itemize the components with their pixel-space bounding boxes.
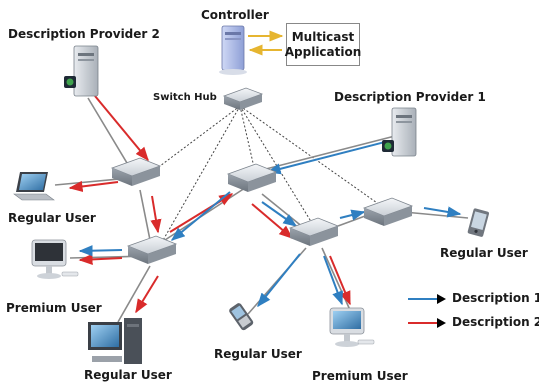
legend-arrow-description-1 bbox=[408, 294, 446, 304]
switch-hub-label: Switch Hub bbox=[153, 92, 217, 103]
legend-label-description-1: Description 1 bbox=[452, 291, 539, 305]
imac-icon bbox=[329, 307, 375, 347]
premium-user-bottom-label: Premium User bbox=[312, 369, 408, 383]
description-provider-1-label: Description Provider 1 bbox=[334, 90, 486, 104]
laptop-icon bbox=[13, 172, 55, 201]
switch-icon bbox=[222, 87, 264, 110]
imac-icon bbox=[31, 239, 79, 279]
server-icon bbox=[382, 107, 417, 157]
regular-user-bottom-left-label: Regular User bbox=[84, 368, 172, 382]
control-links bbox=[151, 105, 381, 243]
server-icon bbox=[219, 25, 247, 75]
phone-icon bbox=[229, 303, 254, 331]
legend-label-description-2: Description 2 bbox=[452, 315, 539, 329]
switch-icon bbox=[126, 235, 178, 264]
premium-user-left-label: Premium User bbox=[6, 301, 102, 315]
description-1-arrows bbox=[78, 141, 462, 308]
pda-icon bbox=[467, 208, 490, 237]
description-2-arrows bbox=[68, 95, 351, 314]
server-icon bbox=[64, 45, 99, 97]
desktop-pc-icon bbox=[88, 318, 142, 364]
regular-user-right-label: Regular User bbox=[440, 246, 528, 260]
multicast-application-box: Multicast Application bbox=[284, 23, 362, 66]
controller-app-arrows bbox=[248, 30, 284, 56]
legend-arrow-description-2 bbox=[408, 318, 446, 328]
switch-icon bbox=[226, 163, 278, 192]
multicast-application-label: Multicast Application bbox=[284, 29, 362, 59]
regular-user-left-label: Regular User bbox=[8, 211, 96, 225]
controller-label: Controller bbox=[201, 8, 269, 22]
switch-icon bbox=[362, 197, 414, 226]
description-provider-2-label: Description Provider 2 bbox=[8, 27, 160, 41]
switch-icon bbox=[288, 217, 340, 246]
switch-icon bbox=[110, 157, 162, 186]
regular-user-bottom-mid-label: Regular User bbox=[214, 347, 302, 361]
